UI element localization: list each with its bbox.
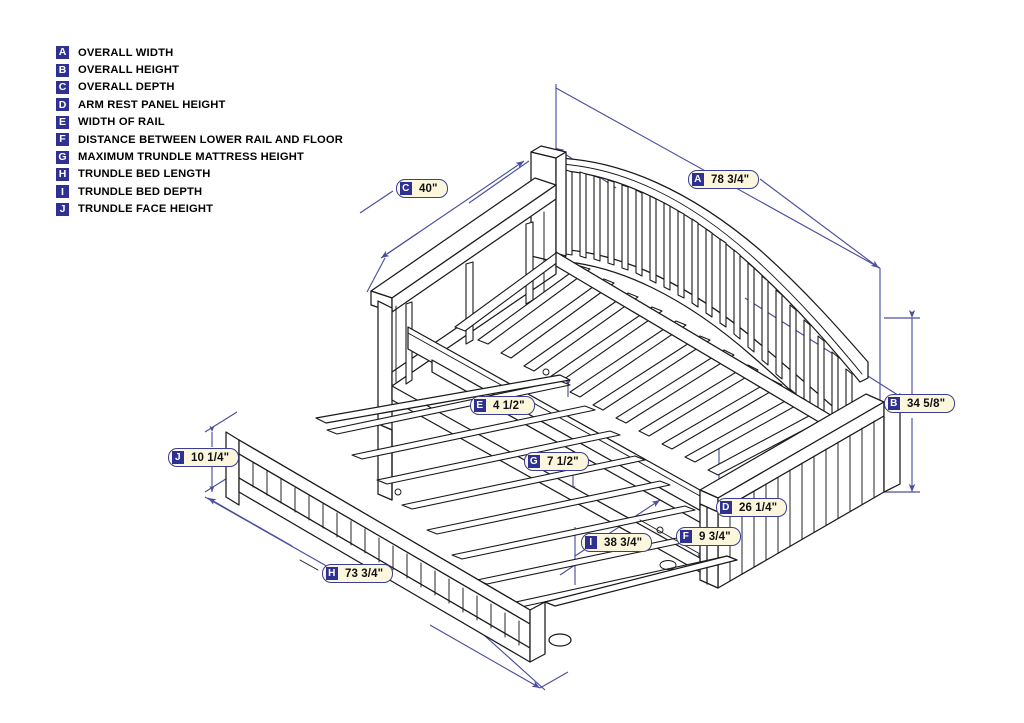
dim-line-C-tail	[380, 232, 419, 259]
callout-chip-A: A	[691, 173, 704, 186]
legend-item-D: D ARM REST PANEL HEIGHT	[56, 96, 386, 113]
callout-J: J 10 1/4"	[168, 448, 240, 467]
callout-G: G 7 1/2"	[524, 452, 589, 471]
callout-chip-D: D	[719, 501, 732, 514]
callout-I: I 38 3/4"	[581, 533, 653, 552]
dim-ext-I2	[559, 564, 576, 576]
dim-ext-H2	[539, 671, 569, 689]
callout-chip-E: E	[473, 399, 486, 412]
legend-label-G: MAXIMUM TRUNDLE MATTRESS HEIGHT	[78, 151, 305, 164]
right-foot-panel	[699, 393, 901, 589]
callout-F: F 9 3/4"	[676, 527, 741, 546]
callout-chip-I: I	[584, 536, 597, 549]
dim-ext-C3	[366, 257, 386, 293]
callout-value-B: 34 5/8"	[907, 397, 946, 410]
trundle-far-rail	[544, 555, 738, 607]
callout-D: D 26 1/4"	[716, 498, 788, 517]
legend-chip-G: G	[56, 150, 69, 164]
legend-chip-C: C	[56, 80, 69, 94]
legend-item-J: J TRUNDLE FACE HEIGHT	[56, 201, 386, 218]
callout-chip-B: B	[887, 397, 900, 410]
trundle-caster-far	[659, 560, 677, 570]
legend-chip-B: B	[56, 63, 69, 77]
callout-chip-F: F	[679, 530, 692, 543]
arm-front-leg	[377, 423, 393, 501]
legend-item-B: B OVERALL HEIGHT	[56, 61, 386, 78]
deck-slats	[454, 252, 831, 476]
trundle-back-rail	[315, 374, 571, 424]
legend-chip-F: F	[56, 133, 69, 147]
callout-H: H 73 3/4"	[322, 564, 394, 583]
callout-C: C 40"	[396, 179, 448, 198]
legend-label-B: OVERALL HEIGHT	[78, 64, 180, 77]
callout-A: A 78 3/4"	[688, 170, 760, 189]
legend-item-E: E WIDTH OF RAIL	[56, 114, 386, 131]
back-rail-top-cap	[555, 157, 869, 383]
legend-item-I: I TRUNDLE BED DEPTH	[56, 183, 386, 200]
dim-ext-A3	[744, 297, 913, 405]
legend-label-I: TRUNDLE BED DEPTH	[78, 185, 203, 198]
legend-chip-I: I	[56, 185, 69, 199]
callout-value-I: 38 3/4"	[604, 536, 643, 549]
callout-value-D: 26 1/4"	[739, 501, 778, 514]
callout-value-C: 40"	[419, 182, 438, 195]
callout-chip-C: C	[399, 182, 412, 195]
legend-chip-J: J	[56, 202, 69, 216]
callout-value-F: 9 3/4"	[699, 530, 731, 543]
dim-line-H-arrow1	[207, 497, 293, 547]
legend: A OVERALL WIDTH B OVERALL HEIGHT C OVERA…	[56, 44, 386, 218]
dim-ext-J1	[204, 411, 238, 433]
callout-value-J: 10 1/4"	[191, 451, 230, 464]
callout-value-A: 78 3/4"	[711, 173, 750, 186]
legend-item-C: C OVERALL DEPTH	[56, 79, 386, 96]
trundle-face-right-post	[529, 601, 546, 663]
back-rail-left-post-side	[555, 151, 567, 263]
legend-label-C: OVERALL DEPTH	[78, 81, 175, 94]
callout-value-G: 7 1/2"	[547, 455, 579, 468]
legend-label-A: OVERALL WIDTH	[78, 46, 174, 59]
under-bed-hardware	[299, 368, 701, 571]
callout-B: B 34 5/8"	[884, 394, 956, 413]
trundle-caster-right	[548, 633, 572, 647]
trundle-face-beadboard	[252, 462, 520, 646]
callout-chip-G: G	[527, 455, 540, 468]
dim-ext-C2	[468, 160, 530, 204]
callout-chip-J: J	[171, 451, 184, 464]
legend-item-A: A OVERALL WIDTH	[56, 44, 386, 61]
legend-label-H: TRUNDLE BED LENGTH	[78, 168, 211, 181]
callout-value-E: 4 1/2"	[493, 399, 525, 412]
back-rail-cap-edge	[559, 163, 863, 375]
legend-item-G: G MAXIMUM TRUNDLE MATTRESS HEIGHT	[56, 148, 386, 165]
legend-label-J: TRUNDLE FACE HEIGHT	[78, 203, 214, 216]
legend-label-F: DISTANCE BETWEEN LOWER RAIL AND FLOOR	[78, 133, 343, 146]
callout-chip-H: H	[325, 567, 338, 580]
legend-chip-E: E	[56, 115, 69, 129]
legend-chip-D: D	[56, 98, 69, 112]
callout-value-H: 73 3/4"	[345, 567, 384, 580]
legend-chip-A: A	[56, 46, 69, 60]
legend-label-D: ARM REST PANEL HEIGHT	[78, 98, 226, 111]
dim-line-H-arrow2	[429, 624, 541, 689]
dim-line-A	[759, 178, 880, 269]
dim-ext-C1	[359, 190, 394, 214]
legend-chip-H: H	[56, 167, 69, 181]
mattress-deck	[407, 251, 867, 543]
trundle-face-left-post	[225, 431, 240, 506]
legend-item-F: F DISTANCE BETWEEN LOWER RAIL AND FLOOR	[56, 131, 386, 148]
foot-panel-front-leg	[699, 503, 719, 589]
legend-item-H: H TRUNDLE BED LENGTH	[56, 166, 386, 183]
callout-E: E 4 1/2"	[470, 396, 535, 415]
legend-label-E: WIDTH OF RAIL	[78, 116, 165, 129]
